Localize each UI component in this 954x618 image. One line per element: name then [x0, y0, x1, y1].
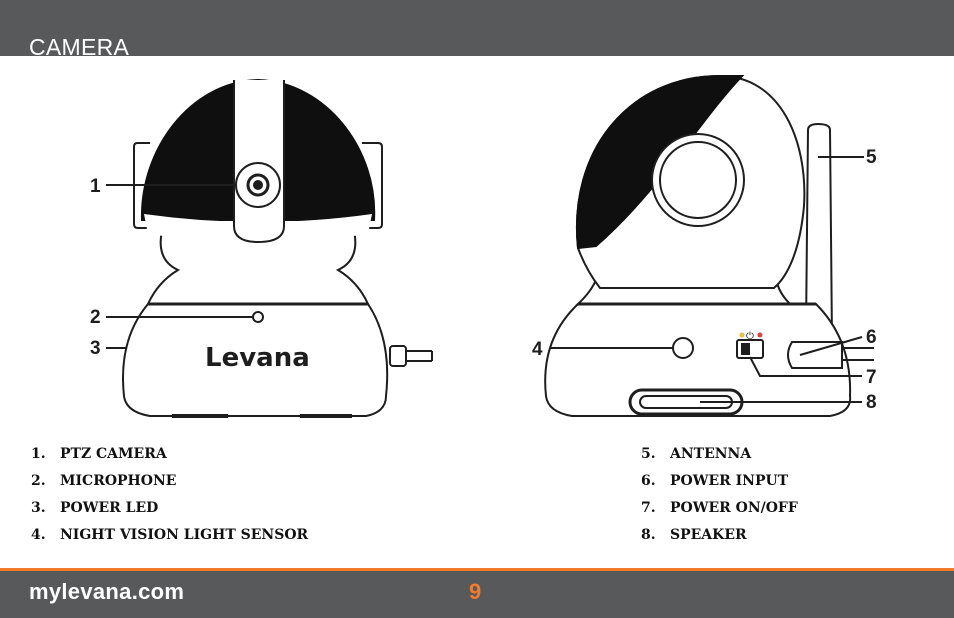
camera-back-view — [544, 74, 874, 417]
callout-4: 4 — [532, 339, 543, 360]
list-item: 2. MICROPHONE — [31, 472, 308, 499]
list-item-number: 8. — [641, 527, 656, 543]
list-item: 1. PTZ CAMERA — [31, 445, 308, 472]
camera-illustration: Levana ⏻ — [90, 74, 877, 418]
callout-8: 8 — [866, 392, 877, 413]
list-item-label: POWER LED — [60, 500, 159, 516]
list-item-label: SPEAKER — [670, 527, 747, 543]
callout-1: 1 — [90, 176, 101, 197]
list-item-number: 3. — [31, 500, 46, 516]
list-item: 7. POWER ON/OFF — [641, 499, 798, 526]
parts-list-left: 1. PTZ CAMERA 2. MICROPHONE 3. POWER LED 4.… — [31, 445, 308, 553]
footer-divider — [0, 568, 954, 571]
callout-lines — [106, 156, 864, 403]
callout-5: 5 — [866, 147, 877, 168]
power-icon: ⏻ — [746, 331, 754, 342]
list-item-number: 2. — [31, 473, 46, 489]
list-item-label: POWER ON/OFF — [670, 500, 798, 516]
list-item: 4. NIGHT VISION LIGHT SENSOR — [31, 526, 308, 553]
callout-7: 7 — [866, 367, 877, 388]
parts-list-right: 5. ANTENNA 6. POWER INPUT 7. POWER ON/OFF 8… — [641, 445, 798, 553]
list-item-label: PTZ CAMERA — [60, 446, 167, 462]
list-item: 8. SPEAKER — [641, 526, 798, 553]
levana-logo: Levana — [205, 343, 310, 373]
list-item-number: 5. — [641, 446, 656, 462]
callout-2: 2 — [90, 307, 101, 328]
page-title: CAMERA — [29, 34, 130, 60]
callout-3: 3 — [90, 338, 101, 359]
list-item-label: ANTENNA — [670, 446, 752, 462]
list-item-label: MICROPHONE — [60, 473, 177, 489]
list-item-label: NIGHT VISION LIGHT SENSOR — [60, 527, 309, 543]
list-item-number: 6. — [641, 473, 656, 489]
led-indicator-icon — [739, 332, 745, 338]
list-item-number: 1. — [31, 446, 46, 462]
page-footer: mylevana.com 9 — [0, 571, 954, 618]
list-item-number: 7. — [641, 500, 656, 516]
list-item: 3. POWER LED — [31, 499, 308, 526]
list-item: 6. POWER INPUT — [641, 472, 798, 499]
page-header: CAMERA — [0, 0, 954, 60]
list-item: 5. ANTENNA — [641, 445, 798, 472]
list-item-number: 4. — [31, 527, 46, 543]
page-number: 9 — [469, 579, 482, 604]
list-item-label: POWER INPUT — [670, 473, 789, 489]
camera-front-view — [122, 78, 433, 418]
led-indicator-icon — [757, 332, 763, 338]
website-link[interactable]: mylevana.com — [29, 579, 185, 604]
callout-6: 6 — [866, 327, 877, 348]
